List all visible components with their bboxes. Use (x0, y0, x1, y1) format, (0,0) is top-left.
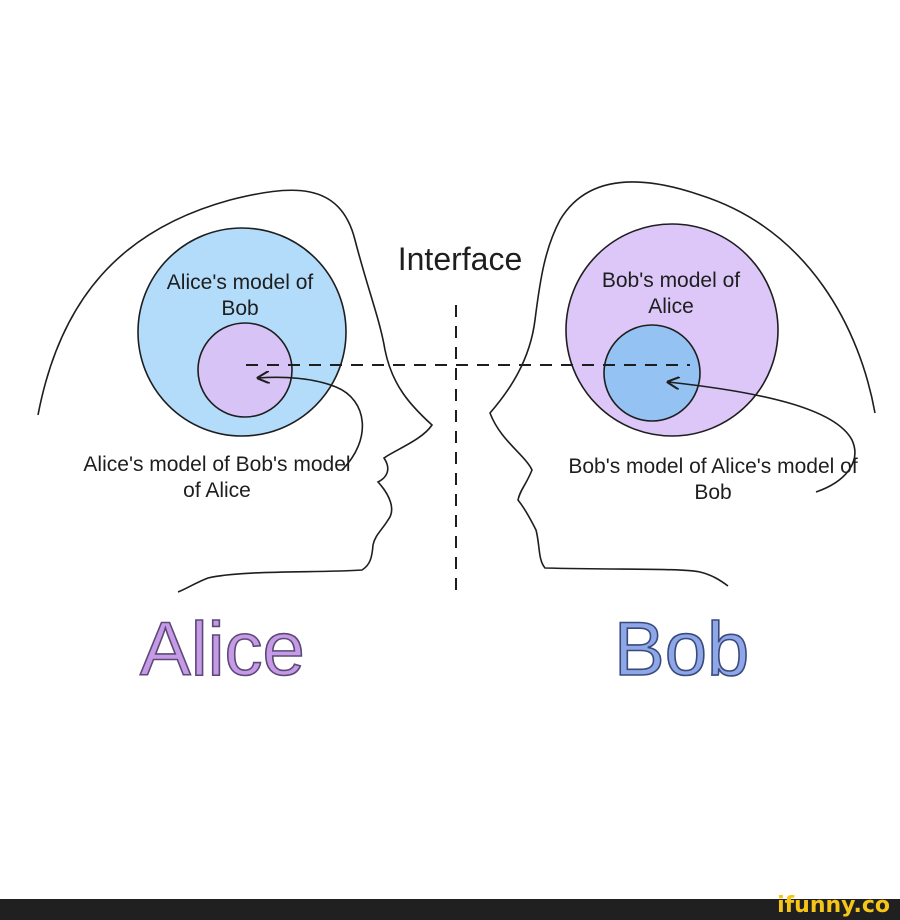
bob-model-of-alice-label: Bob's model of Alice (601, 269, 741, 318)
bob-nested-model-label: Bob's model of Alice's model of Bob (568, 455, 858, 504)
interface-label: Interface (397, 241, 523, 277)
alice-head-outline (37, 189, 434, 593)
alice-nested-model-label: Alice's model of Bob's model of Alice (83, 453, 351, 502)
bob-callout-arrow (668, 382, 856, 493)
alice-model-of-bob-label: Alice's model of Bob (166, 271, 314, 320)
footer-bar: ifunny.co (0, 895, 900, 920)
bob-nested-model-circle (603, 324, 701, 422)
bob-name-label: Bob (613, 607, 750, 692)
alice-nested-model-circle (197, 322, 293, 418)
watermark-logo: ifunny.co (777, 893, 890, 918)
bob-head-outline (489, 181, 876, 587)
alice-name-label: Alice (139, 607, 305, 692)
alice-callout-arrow (258, 377, 364, 471)
